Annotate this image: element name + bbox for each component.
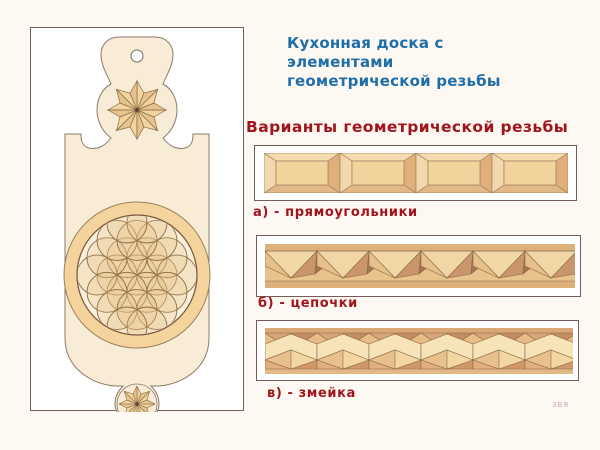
pattern-frame-zigzag: [256, 320, 579, 381]
board-illustration-frame: [30, 27, 244, 412]
cutting-board-illustration: [63, 36, 211, 412]
caption-rectangles: а) - прямоугольники: [253, 205, 418, 220]
pattern-frame-rectangles: [254, 145, 577, 201]
page-title: Кухонная доска с элементами геометрическ…: [287, 34, 501, 90]
variants-heading: Варианты геометрической резьбы: [246, 118, 569, 136]
pattern-frame-chains: [256, 235, 581, 297]
caption-zigzag: в) - змейка: [267, 386, 356, 401]
chains-pattern: [265, 244, 575, 288]
caption-chains: б) - цепочки: [258, 296, 358, 311]
watermark: ЗВЯ: [552, 401, 570, 409]
zigzag-pattern: [265, 328, 573, 374]
rectangles-pattern: [264, 153, 568, 193]
top-rosette-icon: [106, 79, 168, 141]
hanging-hole: [130, 49, 144, 63]
flower-of-life-pattern: [78, 216, 196, 334]
bottom-rosette-icon: [116, 383, 158, 412]
